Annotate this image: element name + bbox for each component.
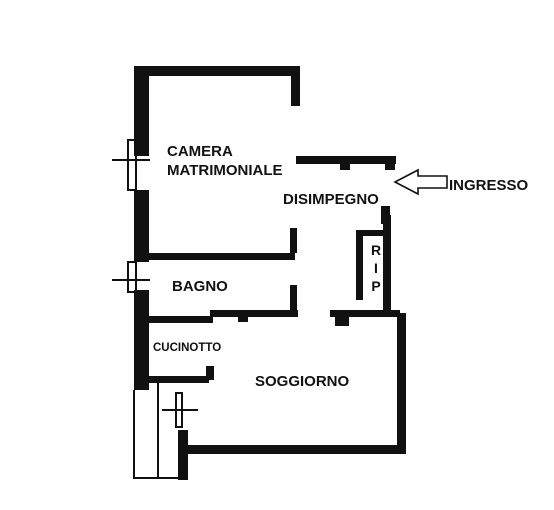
- wall-disimpegno-north-stub1: [340, 160, 350, 170]
- wall-north-camera: [134, 66, 300, 76]
- rip-letter: R: [370, 242, 382, 258]
- balcony-door-frame: [175, 392, 183, 428]
- balcony-outline: [133, 390, 180, 479]
- wall-camera-door-jamb: [290, 228, 297, 253]
- window-bagno-frame: [127, 261, 137, 293]
- wall-bagno-stub: [238, 310, 248, 322]
- wall-bagno-south: [149, 316, 213, 323]
- wall-rip-west: [356, 230, 363, 300]
- wall-bagno-soggiorno: [210, 310, 298, 317]
- room-label-cucinotto: CUCINOTTO: [153, 342, 222, 354]
- arrow-left-outline-icon: [393, 168, 448, 196]
- wall-rip-top: [356, 230, 386, 236]
- wall-rip-stub: [335, 314, 349, 326]
- rip-letter: I: [374, 260, 378, 276]
- window-camera-frame: [127, 139, 137, 191]
- room-label-soggiorno: SOGGIORNO: [255, 373, 350, 390]
- wall-rip-east: [383, 215, 391, 315]
- rip-letter: P: [371, 278, 381, 294]
- room-label-camera-line2: MATRIMONIALE: [167, 162, 283, 179]
- wall-cucinotto-south: [149, 376, 209, 383]
- wall-soggiorno-south: [180, 445, 406, 454]
- wall-cucinotto-stub: [206, 366, 214, 380]
- room-label-rip: R I P: [370, 243, 382, 297]
- wall-soggiorno-east: [397, 313, 406, 453]
- wall-rip-south: [330, 310, 400, 317]
- wall-soggiorno-sw: [178, 430, 188, 480]
- wall-west-bagno: [134, 290, 149, 390]
- room-label-bagno: BAGNO: [172, 278, 228, 295]
- room-label-camera: CAMERA MATRIMONIALE: [167, 142, 283, 180]
- entrance-label: INGRESSO: [449, 177, 529, 194]
- wall-bagno-east-jamb: [290, 285, 297, 315]
- room-label-disimpegno: DISIMPEGNO: [283, 191, 379, 208]
- wall-west-upper: [134, 66, 149, 156]
- room-label-camera-line1: CAMERA: [167, 143, 233, 160]
- wall-camera-south: [149, 253, 295, 260]
- wall-camera-east: [291, 66, 300, 106]
- wall-west-middle: [134, 190, 149, 262]
- wall-disimpegno-north-stub2: [385, 160, 395, 170]
